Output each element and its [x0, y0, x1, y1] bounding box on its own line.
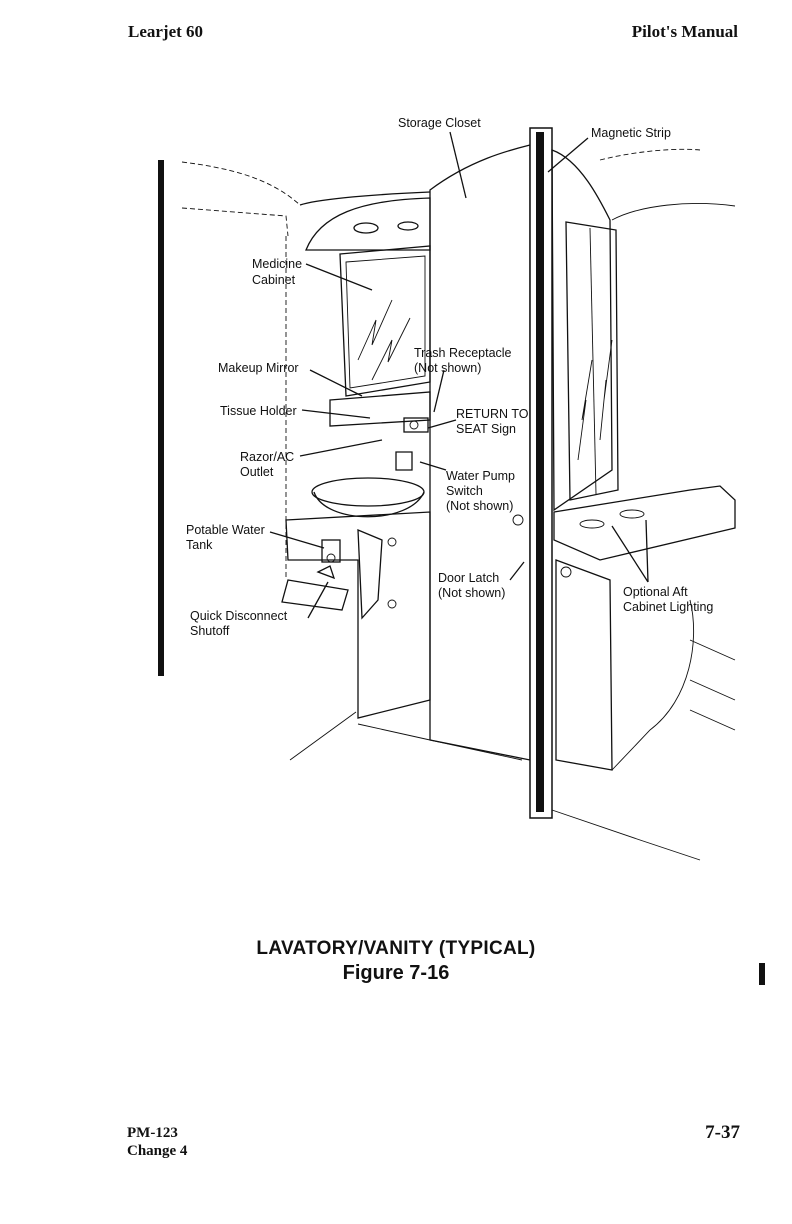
label-trash-receptacle-line1: Trash Receptacle [414, 346, 512, 360]
aft-cabinet-side [612, 600, 694, 770]
sink-basin-rim [312, 478, 424, 506]
label-aft-cabinet-lighting-line2: Cabinet Lighting [623, 600, 713, 614]
label-return-to-seat-line2: SEAT Sign [456, 422, 516, 436]
label-tissue-holder: Tissue Holder [220, 404, 297, 418]
leader-aft-cabinet-lighting [612, 520, 648, 582]
leader-magnetic-strip [548, 138, 588, 172]
leader-trash-receptacle [434, 370, 444, 412]
leader-water-pump [420, 462, 446, 470]
label-potable-water-line2: Tank [186, 538, 213, 552]
label-quick-disconnect-line1: Quick Disconnect [190, 609, 288, 623]
sign-indicator-icon [410, 421, 418, 429]
water-tank-cap-icon [327, 554, 335, 562]
cabinet-knob-2 [388, 600, 396, 608]
label-storage-closet: Storage Closet [398, 116, 481, 130]
ceiling-outline-left [182, 162, 300, 205]
leader-tissue-holder [302, 410, 370, 418]
footer-change: Change 4 [127, 1142, 187, 1160]
potable-water-tank [322, 540, 340, 562]
storage-closet-door [430, 145, 530, 760]
figure-caption-title: LAVATORY/VANITY (TYPICAL) [0, 938, 792, 960]
cabinet-knob-1 [388, 538, 396, 546]
label-quick-disconnect-line2: Shutoff [190, 624, 230, 638]
window-divider [590, 228, 596, 494]
right-wall-panel [552, 150, 612, 510]
label-water-pump-line3: (Not shown) [446, 499, 513, 513]
label-medicine-cabinet-line1: Medicine [252, 257, 302, 271]
aft-cabinet-light-1 [580, 520, 604, 528]
figure-caption-number: Figure 7-16 [0, 962, 792, 985]
right-ceiling-line [612, 204, 735, 220]
footer-doc-id: PM-123 [127, 1124, 187, 1142]
leader-makeup-mirror [310, 370, 362, 396]
aft-cabinet-light-2 [620, 510, 644, 518]
mirror-reflection-2 [372, 318, 410, 380]
label-aft-cabinet-lighting-line1: Optional Aft [623, 585, 688, 599]
label-potable-water-line1: Potable Water [186, 523, 265, 537]
leader-storage-closet [450, 132, 466, 198]
label-razor-outlet-line1: Razor/AC [240, 450, 294, 464]
magnetic-strip [536, 132, 544, 812]
label-makeup-mirror: Makeup Mirror [218, 361, 299, 375]
floor-line-right [552, 810, 700, 860]
door-latch-icon [513, 515, 523, 525]
leader-quick-disconnect [308, 582, 328, 618]
window-reflection-2 [600, 340, 612, 440]
leader-door-latch [510, 562, 524, 580]
leader-potable-water [270, 532, 324, 548]
quick-disconnect-valve [318, 566, 334, 578]
ceiling-light-1 [354, 223, 378, 233]
label-medicine-cabinet-line2: Cabinet [252, 273, 296, 287]
leader-return-to-seat [428, 420, 456, 428]
leader-razor-outlet [300, 440, 382, 456]
ceiling-outline-inner [182, 208, 288, 236]
label-door-latch-line1: Door Latch [438, 571, 499, 585]
label-door-latch-line2: (Not shown) [438, 586, 505, 600]
label-water-pump-line2: Switch [446, 484, 483, 498]
label-razor-outlet-line2: Outlet [240, 465, 274, 479]
window-reflection-1 [578, 360, 592, 460]
lavatory-vanity-illustration: Storage Closet Magnetic Strip Medicine C… [0, 0, 792, 900]
footer-page-number: 7-37 [705, 1122, 740, 1144]
faucet [396, 452, 412, 470]
label-magnetic-strip: Magnetic Strip [591, 126, 671, 140]
cabinet-door-handle [358, 530, 382, 618]
aft-cabinet-knob [561, 567, 571, 577]
seat-outline-lines [690, 640, 735, 730]
floor-line-left [290, 712, 356, 760]
footer-document-info: PM-123 Change 4 [127, 1124, 187, 1160]
label-water-pump-line1: Water Pump [446, 469, 515, 483]
ceiling-light-2 [398, 222, 418, 230]
aft-cabinet-door [556, 560, 612, 770]
upper-shelf [306, 198, 430, 250]
right-ceiling-dashed [600, 149, 700, 160]
leader-medicine-cabinet [306, 264, 372, 290]
label-return-to-seat-line1: RETURN TO [456, 407, 529, 421]
label-trash-receptacle-line2: (Not shown) [414, 361, 481, 375]
